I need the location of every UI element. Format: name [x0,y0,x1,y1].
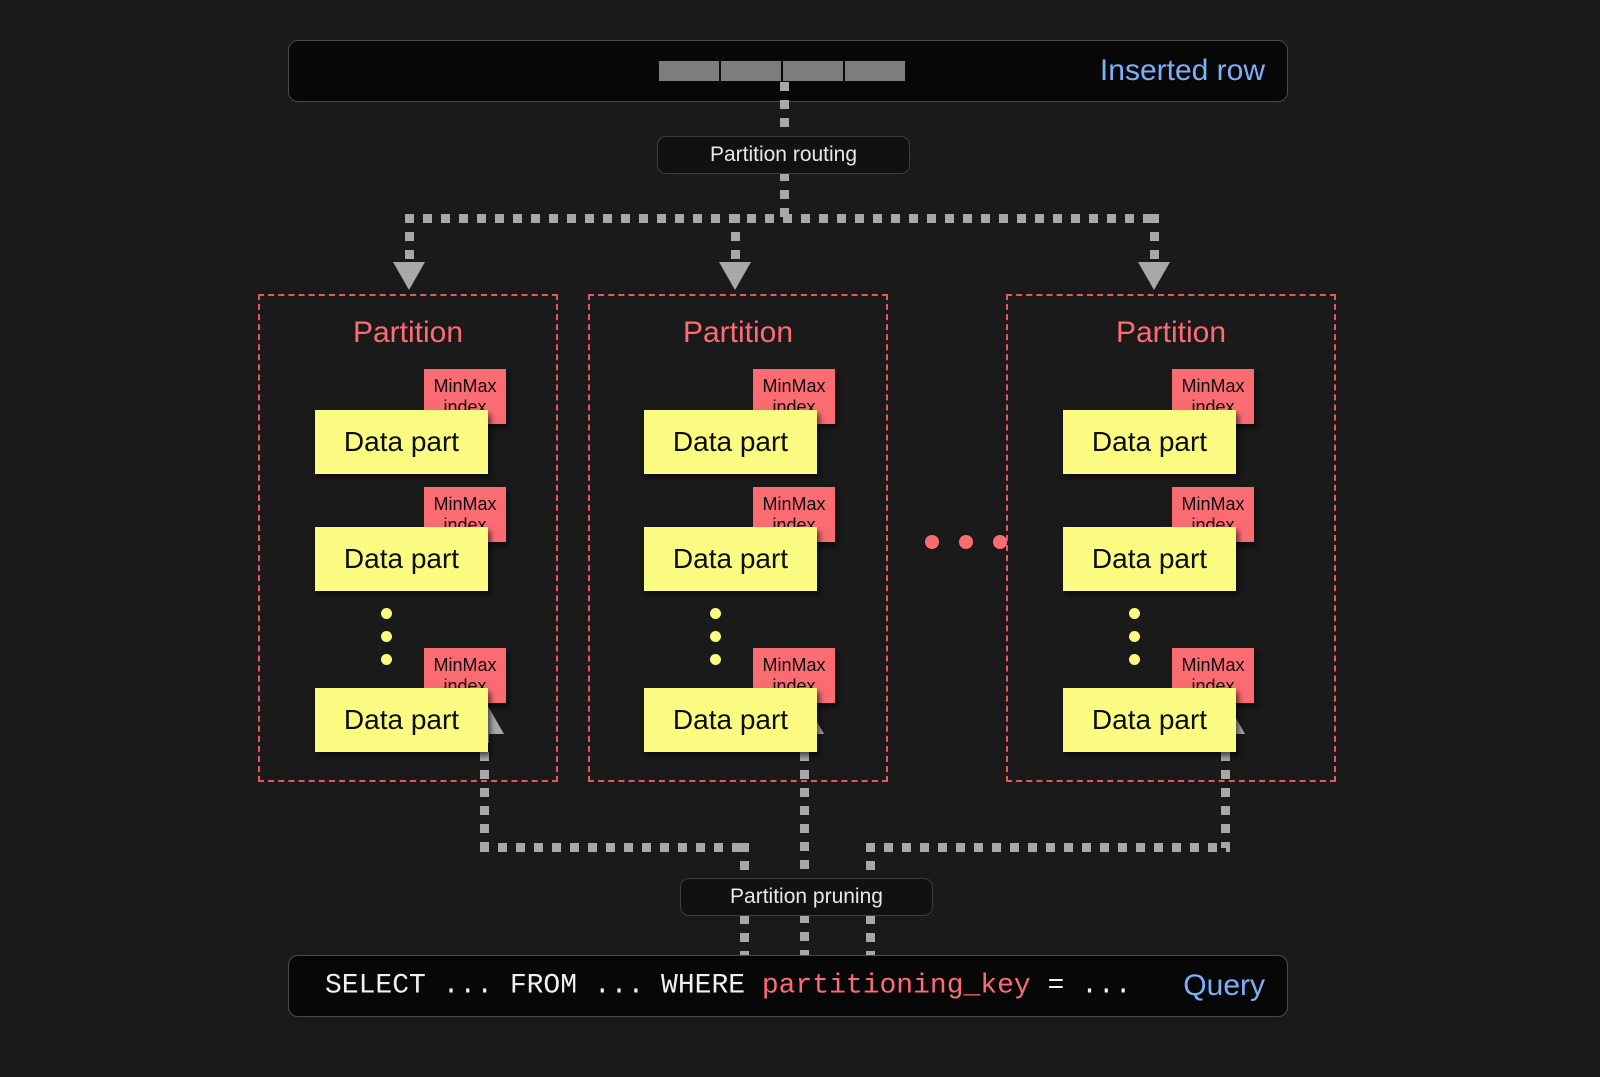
query-partitioning-key: partitioning_key [761,970,1031,1002]
partition-routing-label: Partition routing [709,143,858,166]
pruning-line-h-3 [866,843,1230,852]
routing-arrow-2 [719,262,751,290]
minmax-line-1: MinMax [762,654,826,675]
partition-title: Partition [352,316,464,349]
routing-branch-line-3 [1150,214,1159,266]
data-part-label: Data part [343,704,460,735]
minmax-line-1: MinMax [1181,654,1245,675]
partition-ellipsis [925,535,1007,549]
minmax-line-1: MinMax [762,493,826,514]
data-part-ellipsis [381,608,392,677]
partition-routing-box: Partition routing [657,136,910,174]
minmax-line-1: MinMax [433,375,497,396]
row-cell [658,60,720,82]
partition-pruning-box: Partition pruning [680,878,933,916]
routing-arrow-1 [393,262,425,290]
routing-branch-line-1 [405,214,414,266]
data-part-box: Data part [1063,527,1236,591]
partition-pruning-label: Partition pruning [730,885,883,908]
query-bar: SELECT ... FROM ... WHERE partitioning_k… [288,955,1288,1017]
query-label: Query [1183,969,1265,1002]
minmax-line-1: MinMax [1181,375,1245,396]
partition-box-3: Partition [1006,294,1336,782]
query-prefix: SELECT ... FROM ... WHERE [325,970,762,1002]
data-part-label: Data part [672,426,789,457]
data-part-label: Data part [1091,426,1208,457]
data-part-ellipsis [710,608,721,677]
data-part-box: Data part [644,688,817,752]
row-cell [720,60,782,82]
data-part-label: Data part [343,543,460,574]
minmax-line-1: MinMax [433,654,497,675]
data-part-box: Data part [315,410,488,474]
inserted-row-label: Inserted row [1099,54,1265,87]
pruning-line-up-2 [800,734,809,957]
data-part-box: Data part [1063,410,1236,474]
partition-box-1: Partition [258,294,558,782]
data-part-box: Data part [644,410,817,474]
partition-title: Partition [1115,316,1227,349]
pruning-line-h-1 [480,843,748,852]
inserted-row-cells [658,60,906,82]
data-part-label: Data part [1091,704,1208,735]
data-part-label: Data part [343,426,460,457]
minmax-line-1: MinMax [1181,493,1245,514]
query-statement: SELECT ... FROM ... WHERE partitioning_k… [325,971,1132,1002]
data-part-label: Data part [672,543,789,574]
row-cell [844,60,906,82]
routing-branch-line-2 [731,214,740,266]
row-cell [782,60,844,82]
pruning-line-up-3 [1221,734,1230,848]
partition-box-2: Partition [588,294,888,782]
data-part-box: Data part [315,527,488,591]
data-part-box: Data part [644,527,817,591]
routing-bus-line [405,214,1159,223]
pruning-line-up-1 [480,734,489,848]
data-part-label: Data part [672,704,789,735]
data-part-box: Data part [1063,688,1236,752]
query-suffix: = ... [1030,970,1132,1002]
data-part-ellipsis [1129,608,1140,677]
partition-title: Partition [682,316,794,349]
data-part-label: Data part [1091,543,1208,574]
routing-arrow-3 [1138,262,1170,290]
minmax-line-1: MinMax [433,493,497,514]
minmax-line-1: MinMax [762,375,826,396]
data-part-box: Data part [315,688,488,752]
